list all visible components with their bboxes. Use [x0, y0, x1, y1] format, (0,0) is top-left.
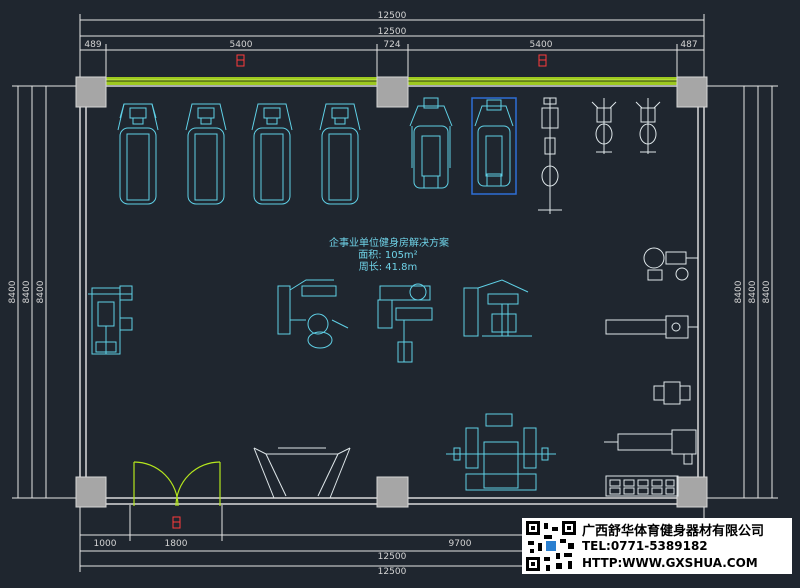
- marker-icon: [236, 54, 245, 67]
- column: [676, 76, 708, 108]
- upright-bike-icon: [538, 97, 562, 214]
- column: [376, 476, 409, 508]
- weight-bench-icon: [446, 413, 556, 491]
- entrance-door: [133, 461, 221, 507]
- upright-bike-icon: [591, 98, 617, 154]
- dim-left-2: 8400: [22, 280, 32, 303]
- smith-machine-icon: [253, 447, 351, 499]
- elliptical-icon: [409, 97, 453, 189]
- dim-bottom-seg-2: 1800: [165, 539, 188, 549]
- treadmill-icon: [319, 103, 361, 205]
- dim-left-3: 8400: [36, 280, 46, 303]
- plan-area: 面积: 105m²: [358, 249, 417, 261]
- dim-top-total-2: 12500: [378, 27, 407, 37]
- marker-icon: [538, 54, 547, 67]
- dim-top-seg-4: 5400: [530, 40, 553, 50]
- dim-bottom-total-2: 12500: [378, 567, 407, 577]
- company-tel: TEL:0771-5389182: [582, 539, 708, 553]
- dumbbell-icon: [653, 381, 691, 405]
- right-dimensions: 8400 8400 8400: [706, 85, 778, 499]
- bench-icon: [605, 315, 698, 339]
- strength-machine-icon: [463, 279, 532, 337]
- plan-title: 企事业单位健身房解决方案: [329, 236, 449, 249]
- bench-icon: [604, 429, 697, 465]
- treadmill-icon: [185, 103, 227, 205]
- dim-right-1: 8400: [734, 280, 744, 303]
- dim-top-seg-1: 489: [84, 40, 101, 50]
- column: [75, 76, 107, 108]
- dim-top-seg-5: 487: [680, 40, 697, 50]
- company-name: 广西舒华体育健身器材有限公司: [582, 524, 765, 539]
- columns: [75, 76, 708, 508]
- bike-icon: [643, 247, 698, 281]
- marker-icon: [172, 516, 181, 529]
- dim-right-3: 8400: [762, 280, 772, 303]
- dim-bottom-seg-1: 1000: [94, 539, 117, 549]
- dumbbell-rack-icon: [605, 475, 679, 497]
- dim-bottom-seg-3: 9700: [449, 539, 472, 549]
- top-dimensions: 12500 12500 489 5400 724 5400 487: [79, 11, 705, 78]
- plan-perimeter: 周长: 41.8m: [359, 261, 418, 273]
- column: [376, 76, 409, 108]
- room-walls: [79, 77, 705, 505]
- qr-code-icon: [526, 521, 576, 571]
- dim-bottom-total-1: 12500: [378, 552, 407, 562]
- company-info: 广西舒华体育健身器材有限公司 TEL:0771-5389182 HTTP:WWW…: [522, 518, 792, 574]
- treadmill-icon: [117, 103, 159, 205]
- left-dimensions: 8400 8400 8400: [8, 85, 78, 499]
- dim-top-seg-3: 724: [383, 40, 400, 50]
- upright-bike-icon: [635, 98, 661, 154]
- dim-top-total-1: 12500: [378, 11, 407, 21]
- strength-machine-icon: [377, 283, 433, 363]
- dim-right-2: 8400: [748, 280, 758, 303]
- column: [676, 476, 708, 508]
- elliptical-icon-selected: [471, 97, 517, 195]
- column: [75, 476, 107, 508]
- dim-top-seg-2: 5400: [230, 40, 253, 50]
- dim-left-1: 8400: [8, 280, 18, 303]
- multi-gym-icon: [88, 285, 133, 355]
- strength-machine-icon: [277, 279, 349, 349]
- treadmill-icon: [251, 103, 293, 205]
- company-website[interactable]: HTTP:WWW.GXSHUA.COM: [582, 556, 758, 570]
